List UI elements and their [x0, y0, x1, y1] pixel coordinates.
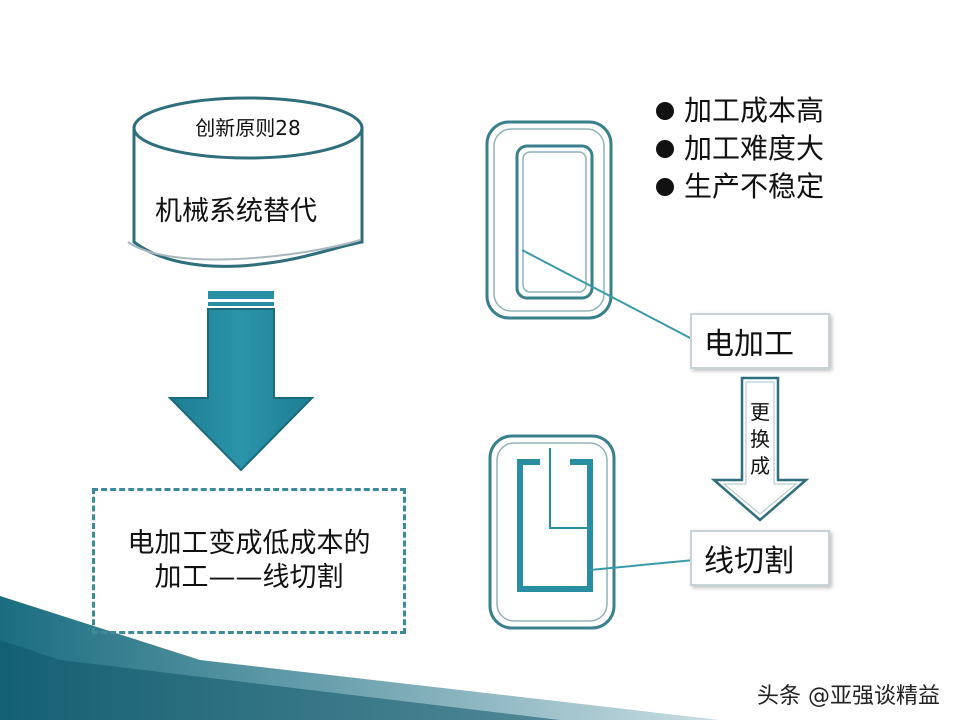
wire-cut-frame	[488, 434, 616, 630]
problem-bullet-list: 加工成本高 加工难度大 生产不稳定	[656, 92, 824, 206]
change-arrow-inner	[722, 381, 798, 515]
edm-label: 电加工	[704, 327, 794, 362]
change-arrow-char-2: 换	[750, 427, 770, 451]
edm-leader-line	[521, 249, 695, 341]
decorative-corner-wedge-light	[0, 640, 560, 720]
bullet-text: 生产不稳定	[684, 170, 825, 203]
cylinder-body-label: 机械系统替代	[155, 196, 317, 227]
change-arrow-char-1: 更	[750, 400, 770, 424]
bullet-text: 加工难度大	[684, 132, 825, 165]
bullet-dot-icon	[656, 102, 674, 120]
result-line-2: 加工——线切割	[154, 562, 344, 593]
edm-label-box: 电加工	[690, 313, 830, 369]
bullet-dot-icon	[656, 178, 674, 196]
change-arrow-char-3: 成	[750, 454, 770, 478]
cylinder-shape	[127, 96, 364, 268]
bullet-item: 加工成本高	[656, 92, 824, 130]
result-box: 电加工变成低成本的 加工——线切割	[92, 488, 406, 634]
bullet-dot-icon	[656, 140, 674, 158]
watermark: 头条 @亚强谈精益	[757, 684, 940, 709]
wire-cut-leader-line	[589, 559, 695, 571]
cylinder-top-label: 创新原则28	[195, 116, 300, 140]
big-down-arrow	[167, 291, 315, 472]
bullet-text: 加工成本高	[684, 94, 825, 127]
wire-cut-label-box: 线切割	[690, 530, 830, 586]
wire-cut-label: 线切割	[704, 544, 794, 579]
bullet-item: 生产不稳定	[656, 168, 824, 206]
bullet-item: 加工难度大	[656, 130, 824, 168]
edm-frame	[485, 120, 613, 320]
result-line-1: 电加工变成低成本的	[127, 528, 371, 560]
